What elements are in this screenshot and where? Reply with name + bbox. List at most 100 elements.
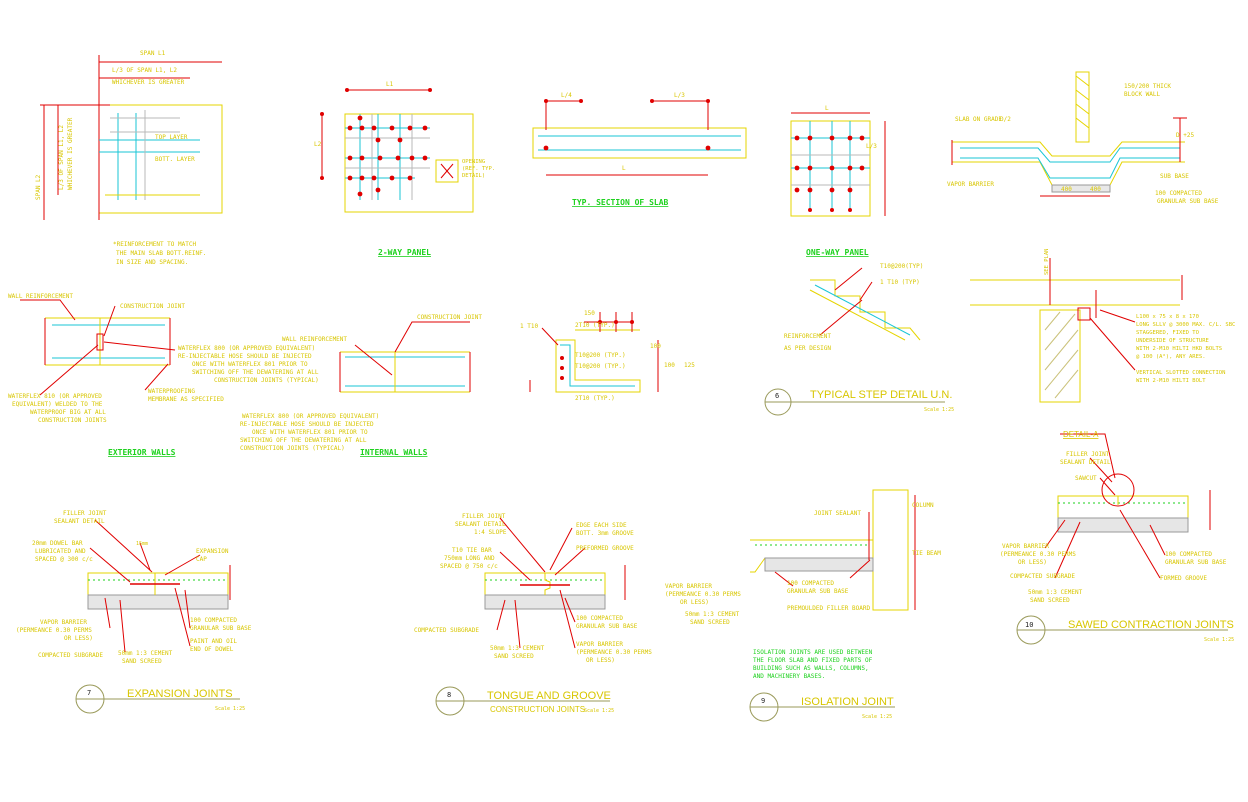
opening-label-2: (REF. TYP. (462, 166, 495, 172)
sawed-s2: SAND SCREED (1030, 597, 1070, 604)
stair-mid-2: T10@200 (TYP.) (575, 363, 626, 370)
beam-dim: SEE PLAN (1044, 249, 1050, 276)
dim-400b: 400 (1090, 186, 1101, 193)
exp-paint-2: END OF DOWEL (190, 646, 234, 653)
sawed-f2: SEALANT DETAIL (1060, 459, 1111, 466)
iso-g1: 100 COMPACTED (787, 580, 834, 587)
beam-l1: L100 x 75 x 8 x 170 (1136, 314, 1199, 320)
tg-d1: 100 COMPACTED (576, 615, 623, 622)
int-note-5: CONSTRUCTION JOINTS (TYPICAL) (240, 445, 345, 452)
stair-dim-a: 150 (584, 310, 595, 317)
sawed-v2: (PERMEANCE 0.30 PERMS (1000, 551, 1076, 558)
stair-bot-1: 2T10 (TYP.) (575, 395, 615, 402)
ext-membrane-2: MEMBRANE AS SPECIFIED (148, 396, 224, 403)
slab-note-2: THE MAIN SLAB BOTT.REINF. (116, 250, 206, 257)
iso-j1: JOINT SEALANT (814, 510, 861, 517)
tg-a6: SPACED @ 750 c/c (440, 563, 498, 570)
exp-dowel-1: 20mm DOWEL BAR (32, 540, 83, 547)
tg-scale: Scale 1:25 (584, 708, 614, 714)
exp-dowel-3: SPACED @ 300 c/c (35, 556, 93, 563)
tg-c1: COMPACTED SUBGRADE (414, 627, 479, 634)
sawed-sawcut: SAWCUT (1075, 475, 1097, 482)
iso-n3: BUILDING SUCH AS WALLS, COLUMNS, (753, 665, 869, 672)
step-detail-number: 6 (775, 392, 779, 400)
ext-construction-joint: CONSTRUCTION JOINT (120, 303, 185, 310)
beam-l7: VERTICAL SLOTTED CONNECTION (1136, 370, 1225, 376)
slab-section-title: TYP. SECTION OF SLAB (572, 198, 669, 207)
vapor-label: VAPOR BARRIER (947, 181, 994, 188)
beam-l5: WITH 2-M10 HILTI HKD BOLTS (1136, 346, 1222, 352)
stair-dim-d: 125 (684, 362, 695, 369)
slab-dim-l3: L/3 (674, 92, 685, 99)
stair-dim-b: 100 (650, 343, 661, 350)
sawed-g2: GRANULAR SUB BASE (1165, 559, 1227, 566)
sawed-number: 10 (1025, 621, 1033, 629)
beam-l3: STAGGERED, FIXED TO (1136, 330, 1199, 336)
iso-n2: THE FLOOR SLAB AND FIXED PARTS OF (753, 657, 873, 664)
iso-v3: OR LESS) (680, 599, 709, 606)
bott-layer-label: BOTT. LAYER (155, 156, 195, 163)
one-way-panel-detail: L L/3 ONE-WAY PANEL (790, 105, 886, 257)
ext-waterstop-2: EQUIVALENT) WELDED TO THE (12, 401, 103, 408)
tg-subtitle: CONSTRUCTION JOINTS (490, 705, 585, 714)
stair-mid-1: T10@200 (TYP.) (575, 352, 626, 359)
ext-wall-reinf: WALL REINFORCEMENT (8, 293, 73, 300)
two-way-dim-l1: L1 (386, 81, 394, 88)
iso-v2: (PERMEANCE 0.30 PERMS (665, 591, 741, 598)
tg-b1: EDGE EACH SIDE (576, 522, 627, 529)
opening-label-3: DETAIL) (462, 173, 485, 179)
exp-dowel-2: LUBRICATED AND (35, 548, 86, 555)
sawed-c1: COMPACTED SUBGRADE (1010, 573, 1075, 580)
detail-a-circle (1101, 473, 1135, 507)
step-r2: 1 T10 (TYP) (880, 279, 920, 286)
iso-f1: PREMOULDED FILLER BOARD (787, 605, 870, 612)
sawed-joint-detail: DETAIL-A FILLER JOINT SEALANT DETAIL SAW… (1000, 430, 1234, 645)
step-r1: T10@200(TYP) (880, 263, 923, 270)
exp-top-1: 15mm (136, 541, 148, 547)
stair-top-2: 2T10 (TYP.) (575, 322, 615, 329)
compacted-label-1: 100 COMPACTED (1155, 190, 1202, 197)
beam-l6: @ 100 (A°), ANY ARES. (1136, 354, 1206, 360)
expansion-number: 7 (87, 689, 91, 697)
iso-s2: SAND SCREED (690, 619, 730, 626)
ext-membrane-1: WATERPROOFING (148, 388, 195, 395)
sawed-detail-a: DETAIL-A (1063, 430, 1099, 439)
slab-on-grade-detail: 150/200 THICK BLOCK WALL D +25 SLAB ON G… (947, 71, 1219, 205)
ext-injection-2: RE-INJECTABLE HOSE SHOULD BE INJECTED (178, 353, 312, 360)
beam-l8: WITH 2-M10 HILTI BOLT (1136, 378, 1206, 384)
dim-span-frac: L/3 OF SPAN L1, L2 (112, 67, 177, 74)
step-rs2: AS PER DESIGN (784, 345, 831, 352)
exp-gran-2: GRANULAR SUB BASE (190, 625, 252, 632)
tg-d3: VAPOR BARRIER (576, 641, 623, 648)
int-construction-joint: CONSTRUCTION JOINT (417, 314, 482, 321)
exp-filler-2: SEALANT DETAIL (54, 518, 105, 525)
tg-number: 8 (447, 691, 451, 699)
top-layer-label: TOP LAYER (155, 134, 188, 141)
compacted-label-2: GRANULAR SUB BASE (1157, 198, 1219, 205)
int-wall-reinf: WALL REINFORCEMENT (282, 336, 347, 343)
iso-scale: Scale 1:25 (862, 714, 892, 720)
iso-title: ISOLATION JOINT (801, 696, 894, 708)
dim-400a: 400 (1061, 186, 1072, 193)
slab-dim-l: L (622, 165, 626, 172)
tg-a3: 1:4 SLOPE (474, 529, 507, 536)
dim-d-plus: D +25 (1176, 132, 1194, 139)
tg-b3: PREFORMED GROOVE (576, 545, 634, 552)
dim-span-l1: SPAN L1 (140, 50, 166, 57)
tg-c3: SAND SCREED (494, 653, 534, 660)
beam-connection-detail: SEE PLAN L100 x 75 x 8 x 170 LONG SLLV @… (970, 249, 1235, 403)
tg-d5: OR LESS) (586, 657, 615, 664)
wall-note-1: 150/200 THICK (1124, 83, 1171, 90)
exp-filler-1: FILLER JOINT (63, 510, 107, 517)
sawed-v3: OR LESS) (1018, 559, 1047, 566)
isolation-joint-detail: JOINT SEALANT COLUMN TIE BEAM VAPOR BARR… (665, 489, 941, 722)
exp-sand-2: SAND SCREED (122, 658, 162, 665)
iso-n4: AND MACHINERY BASES. (753, 673, 825, 680)
step-detail-scale: Scale 1:25 (924, 407, 954, 413)
step-detail: T10@200(TYP) 1 T10 (TYP) REINFORCEMENT A… (764, 263, 954, 416)
dim-d-half: D/2 (1000, 116, 1011, 123)
internal-walls-title: INTERNAL WALLS (360, 448, 428, 457)
internal-walls-detail: WALL REINFORCEMENT CONSTRUCTION JOINT WA… (240, 314, 482, 457)
expansion-joint-detail: FILLER JOINT SEALANT DETAIL 20mm DOWEL B… (16, 510, 252, 714)
